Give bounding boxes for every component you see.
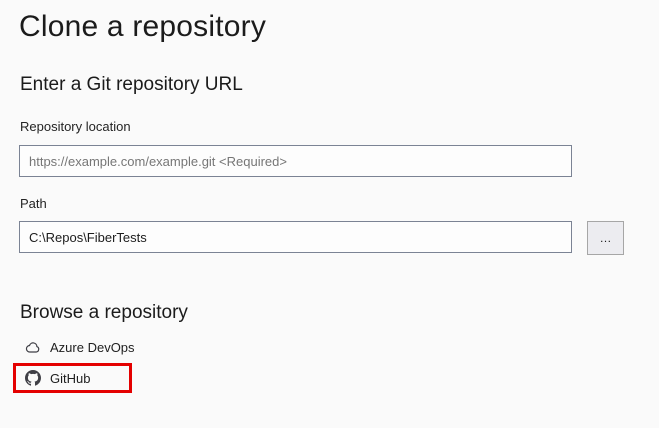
- provider-item-azure-devops[interactable]: Azure DevOps: [24, 338, 135, 356]
- repository-location-label: Repository location: [20, 119, 131, 134]
- repository-location-input[interactable]: [19, 145, 572, 177]
- provider-item-github[interactable]: GitHub: [16, 366, 129, 390]
- browse-path-button[interactable]: …: [587, 221, 624, 255]
- page-title: Clone a repository: [19, 10, 267, 43]
- path-input[interactable]: [19, 221, 572, 253]
- github-highlight-box: GitHub: [13, 363, 132, 393]
- github-icon: [25, 370, 41, 386]
- path-label: Path: [20, 196, 47, 211]
- section-heading-browse-repository: Browse a repository: [20, 302, 188, 323]
- provider-label: Azure DevOps: [50, 339, 135, 355]
- provider-label: GitHub: [50, 370, 91, 386]
- cloud-icon: [24, 341, 41, 354]
- section-heading-git-url: Enter a Git repository URL: [20, 74, 243, 95]
